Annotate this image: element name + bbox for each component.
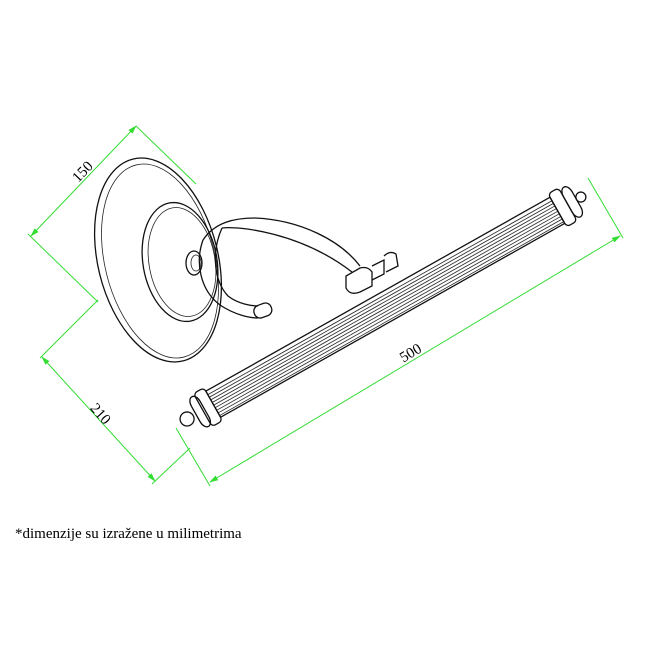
mount-knob bbox=[185, 250, 203, 276]
left-end-cap bbox=[179, 388, 222, 428]
right-end-cap bbox=[548, 186, 587, 227]
dimension-label-150: 150 bbox=[70, 159, 97, 186]
lamp-tube bbox=[179, 186, 587, 428]
dimension-500: 500 bbox=[175, 177, 624, 487]
dimension-210: 210 bbox=[39, 299, 191, 485]
wall-plate bbox=[93, 157, 223, 363]
units-note: *dimenzije su izražene u milimetrima bbox=[15, 526, 242, 542]
dimension-label-210: 210 bbox=[86, 401, 113, 428]
dimension-label-500: 500 bbox=[397, 341, 425, 366]
lamp-arm bbox=[198, 217, 361, 319]
dimension-150: 150 bbox=[27, 125, 197, 303]
